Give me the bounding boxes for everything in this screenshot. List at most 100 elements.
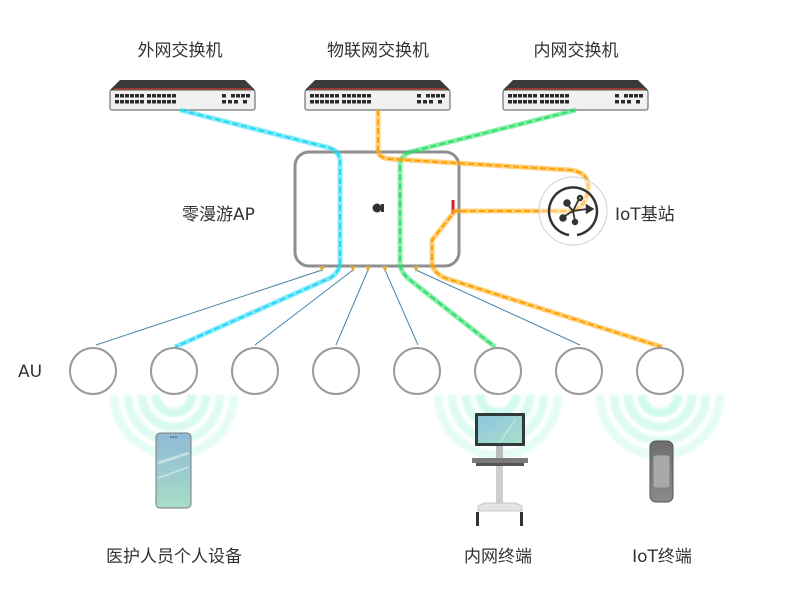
port bbox=[310, 94, 314, 98]
port bbox=[140, 94, 144, 98]
port bbox=[523, 100, 527, 104]
phone-icon[interactable] bbox=[155, 432, 192, 509]
port bbox=[367, 100, 371, 104]
port bbox=[636, 100, 640, 104]
port bbox=[560, 100, 564, 104]
personal-device-label: 医护人员个人设备 bbox=[106, 547, 242, 567]
port bbox=[518, 100, 522, 104]
port bbox=[147, 100, 151, 104]
port bbox=[362, 94, 366, 98]
signal-arc bbox=[475, 394, 521, 418]
port bbox=[342, 94, 346, 98]
iot-switch-label: 物联网交换机 bbox=[327, 41, 429, 61]
port bbox=[157, 94, 161, 98]
port bbox=[540, 100, 544, 104]
port bbox=[436, 94, 440, 98]
iot-base-station-label: IoT基站 bbox=[615, 205, 675, 225]
iot-switch[interactable] bbox=[304, 80, 451, 111]
port bbox=[335, 100, 339, 104]
ap-ports bbox=[319, 266, 419, 272]
au-7[interactable] bbox=[555, 347, 603, 395]
port bbox=[565, 94, 569, 98]
au-cables bbox=[95, 269, 581, 346]
port bbox=[243, 100, 247, 104]
au-5[interactable] bbox=[393, 347, 441, 395]
external-link bbox=[173, 107, 343, 350]
port bbox=[533, 100, 537, 104]
port bbox=[347, 100, 351, 104]
au-cable-4 bbox=[335, 269, 369, 346]
switch-ports bbox=[310, 94, 445, 104]
port bbox=[330, 100, 334, 104]
port bbox=[550, 94, 554, 98]
port bbox=[115, 100, 119, 104]
au-6[interactable] bbox=[474, 347, 522, 395]
au-cable-7 bbox=[415, 269, 581, 346]
port bbox=[236, 94, 240, 98]
port bbox=[565, 100, 569, 104]
intranet-terminal-label: 内网终端 bbox=[464, 547, 532, 567]
port bbox=[115, 94, 119, 98]
iot-base-station[interactable] bbox=[538, 176, 608, 246]
port bbox=[135, 94, 139, 98]
port bbox=[621, 100, 625, 104]
huawei-logo-icon bbox=[372, 203, 384, 213]
port bbox=[231, 94, 235, 98]
signal-arc bbox=[151, 394, 197, 418]
ap-label: 零漫游AP bbox=[182, 205, 255, 225]
port bbox=[545, 94, 549, 98]
port bbox=[162, 94, 166, 98]
port bbox=[518, 94, 522, 98]
port bbox=[528, 100, 532, 104]
medical-cart-icon[interactable] bbox=[472, 413, 528, 526]
au-cable-1 bbox=[95, 269, 323, 346]
wristband-icon[interactable] bbox=[649, 440, 674, 503]
port bbox=[423, 100, 427, 104]
internal-switch[interactable] bbox=[502, 80, 649, 111]
switch-top bbox=[110, 80, 255, 90]
port bbox=[438, 100, 442, 104]
port bbox=[246, 94, 250, 98]
port bbox=[429, 100, 433, 104]
au-3[interactable] bbox=[231, 347, 279, 395]
port bbox=[540, 94, 544, 98]
signal-arc bbox=[623, 394, 697, 432]
port bbox=[130, 94, 134, 98]
port bbox=[222, 100, 226, 104]
au-2[interactable] bbox=[150, 347, 198, 395]
port bbox=[330, 94, 334, 98]
au-1[interactable] bbox=[69, 347, 117, 395]
port bbox=[222, 94, 226, 98]
port bbox=[315, 94, 319, 98]
port bbox=[357, 100, 361, 104]
iot-hub-icon bbox=[547, 186, 599, 237]
au-4[interactable] bbox=[312, 347, 360, 395]
port bbox=[310, 100, 314, 104]
port bbox=[172, 94, 176, 98]
port bbox=[325, 100, 329, 104]
port bbox=[639, 94, 643, 98]
port bbox=[352, 94, 356, 98]
port bbox=[533, 94, 537, 98]
port bbox=[555, 100, 559, 104]
port bbox=[431, 94, 435, 98]
au-8[interactable] bbox=[636, 347, 684, 395]
port bbox=[320, 100, 324, 104]
external-switch-label: 外网交换机 bbox=[137, 41, 223, 61]
port bbox=[508, 100, 512, 104]
external-switch[interactable] bbox=[109, 80, 256, 111]
port bbox=[335, 94, 339, 98]
au-label: AU bbox=[18, 362, 43, 382]
port bbox=[357, 94, 361, 98]
port bbox=[120, 94, 124, 98]
iot-terminal-label: IoT终端 bbox=[632, 547, 692, 567]
port bbox=[241, 94, 245, 98]
port bbox=[629, 94, 633, 98]
switch-top bbox=[305, 80, 450, 90]
port bbox=[615, 100, 619, 104]
port bbox=[140, 100, 144, 104]
port bbox=[172, 100, 176, 104]
port bbox=[417, 100, 421, 104]
switch-top bbox=[503, 80, 648, 90]
